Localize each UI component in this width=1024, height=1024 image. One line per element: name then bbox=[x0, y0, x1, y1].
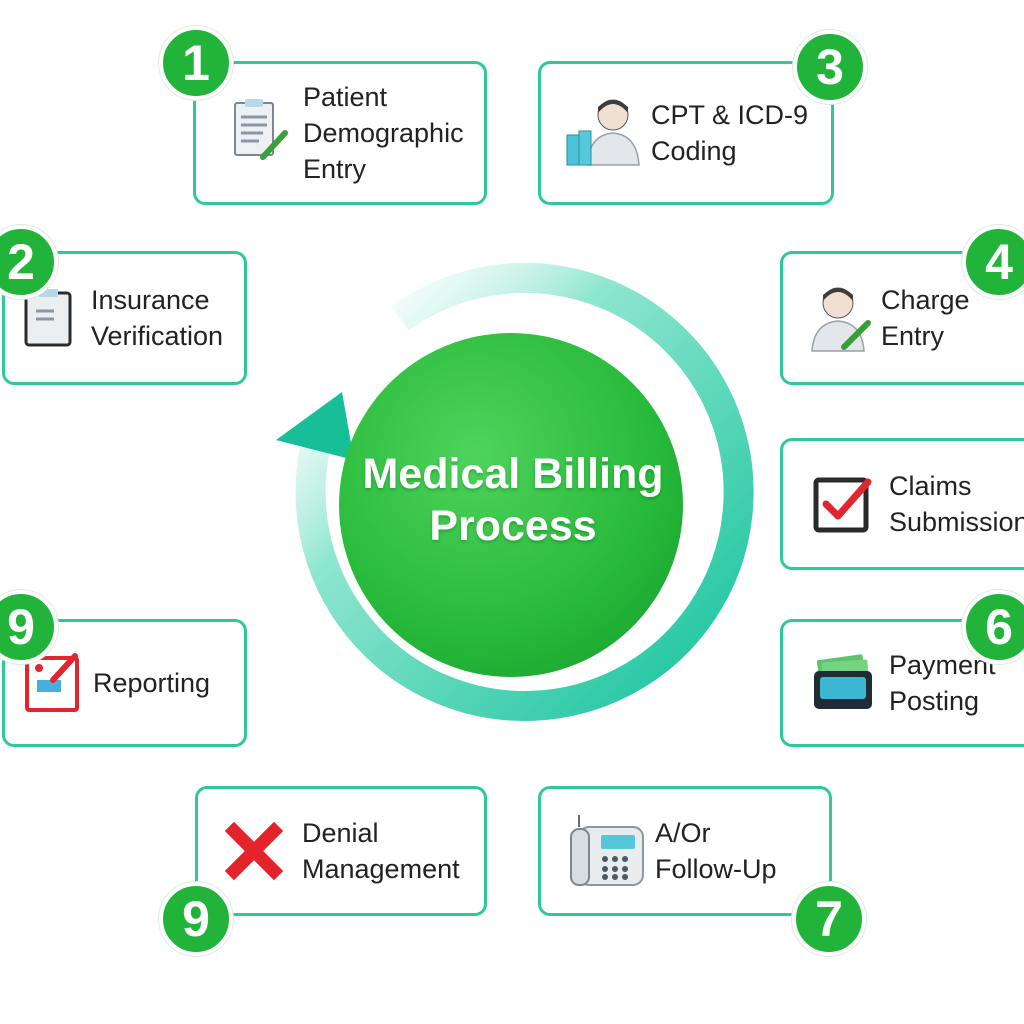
step-label: Patient Demographic Entry bbox=[303, 82, 464, 184]
step-card-denial-management: Denial Management bbox=[195, 786, 487, 916]
step-label: Claims Submission bbox=[889, 471, 1024, 537]
user-books-icon bbox=[559, 93, 647, 173]
step-label: CPT & ICD-9 Coding bbox=[651, 100, 809, 166]
step-label: A/Or Follow-Up bbox=[655, 818, 777, 884]
diagram-title: Medical Billing Process bbox=[362, 450, 664, 550]
checkbox-icon bbox=[811, 474, 873, 534]
step-number-badge: 4 bbox=[962, 225, 1024, 299]
step-number-badge: 1 bbox=[159, 26, 233, 100]
step-card-claims-submission: Claims Submission bbox=[780, 438, 1024, 570]
cycle-arrow bbox=[276, 263, 754, 721]
center-circle bbox=[339, 333, 683, 677]
step-card-follow-up: A/Or Follow-Up bbox=[538, 786, 832, 916]
step-number-badge: 3 bbox=[793, 30, 867, 104]
step-number-badge: 2 bbox=[0, 225, 58, 299]
step-number-badge: 6 bbox=[962, 590, 1024, 664]
clipboard-icon bbox=[21, 287, 77, 349]
step-card-cpt-icd9-coding: CPT & ICD-9 Coding bbox=[538, 61, 834, 205]
step-label: Reporting bbox=[93, 668, 211, 698]
wallet-icon bbox=[811, 653, 877, 713]
report-clipboard-icon bbox=[21, 652, 85, 714]
step-number-badge: 9 bbox=[0, 590, 58, 664]
phone-icon bbox=[565, 813, 649, 889]
step-card-patient-demographic-entry: Patient Demographic Entry bbox=[193, 61, 487, 205]
step-label: Denial Management bbox=[302, 818, 460, 884]
red-x-icon bbox=[218, 821, 290, 881]
step-label: Payment Posting bbox=[889, 650, 996, 716]
step-number-badge: 9 bbox=[159, 882, 233, 956]
user-pen-icon bbox=[805, 281, 875, 355]
step-card-insurance-verification: Insurance Verification bbox=[2, 251, 247, 385]
document-pen-icon bbox=[221, 97, 301, 169]
step-label: Charge Entry bbox=[881, 285, 970, 351]
step-number-badge: 7 bbox=[792, 882, 866, 956]
step-label: Insurance Verification bbox=[91, 285, 224, 351]
